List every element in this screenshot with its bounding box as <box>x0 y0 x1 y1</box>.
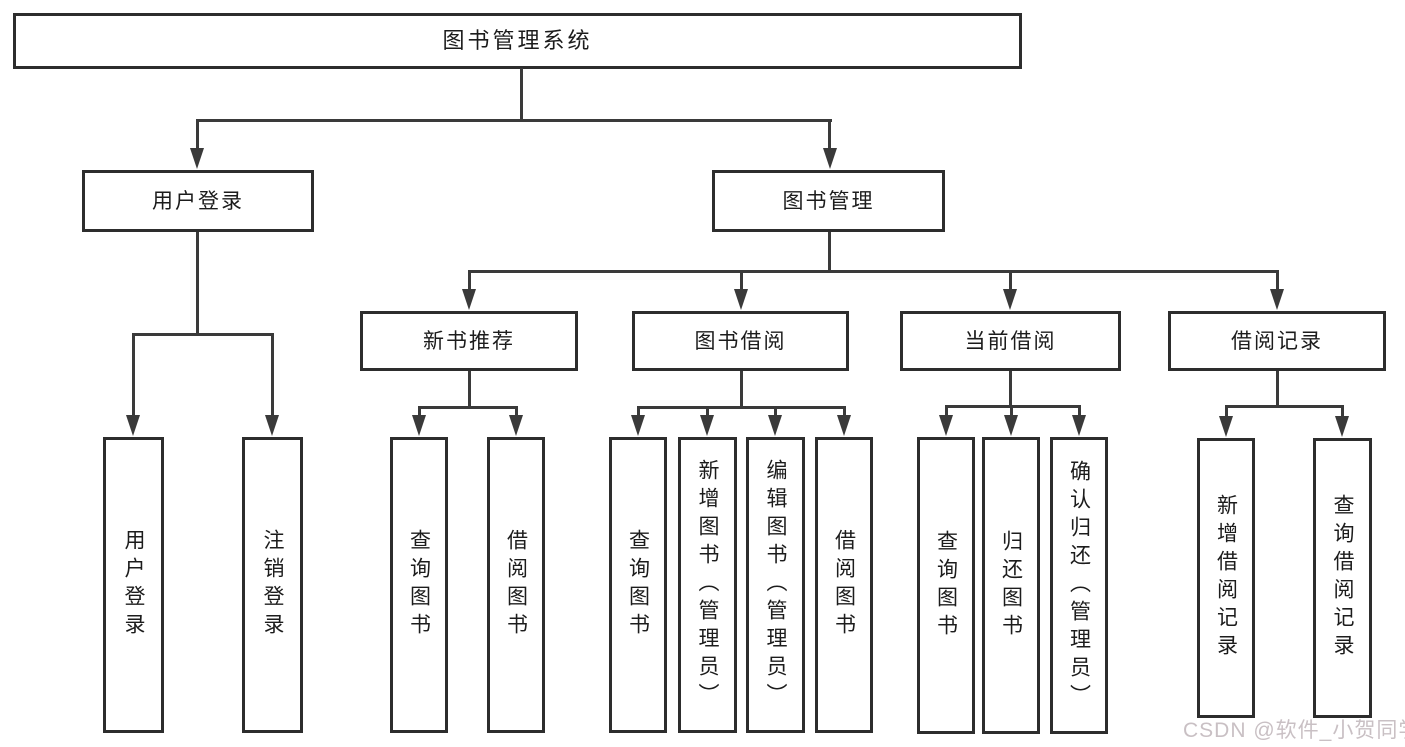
connector-drop-new-book <box>468 270 471 295</box>
arrow-down-icon <box>1335 416 1349 437</box>
connector-drop-borrow-records <box>1276 270 1279 295</box>
connector-drop <box>1225 405 1228 418</box>
connector-borrow-records-hline <box>1225 405 1343 408</box>
leaf-return-books: 归还图书 <box>982 437 1040 734</box>
node-current-borrowing: 当前借阅 <box>900 311 1121 371</box>
node-book-borrowing: 图书借阅 <box>632 311 849 371</box>
arrow-down-icon <box>837 415 851 436</box>
leaf-query-books: 查询图书 <box>390 437 448 733</box>
leaf-add-book-admin: 新增图书（管理员） <box>678 437 737 733</box>
leaf-edit-book-admin: 编辑图书（管理员） <box>746 437 805 733</box>
arrow-down-icon <box>126 415 140 436</box>
connector-level2-hline <box>196 119 832 122</box>
connector-drop-book-borrow <box>740 270 743 295</box>
connector-current-borrow-stem <box>1009 371 1012 408</box>
arrow-down-icon <box>823 148 837 169</box>
node-library-management-system: 图书管理系统 <box>13 13 1022 69</box>
node-book-management: 图书管理 <box>712 170 945 232</box>
connector-drop-user-login <box>196 119 199 151</box>
arrow-down-icon <box>1072 415 1086 436</box>
leaf-query-books: 查询图书 <box>917 437 975 734</box>
connector-drop <box>843 406 846 418</box>
connector-book-management-stem <box>828 232 831 273</box>
arrow-down-icon <box>631 415 645 436</box>
arrow-down-icon <box>509 415 523 436</box>
arrow-down-icon <box>768 415 782 436</box>
arrow-down-icon <box>1004 415 1018 436</box>
arrow-down-icon <box>265 415 279 436</box>
connector-drop <box>1078 405 1081 418</box>
arrow-down-icon <box>1270 289 1284 310</box>
arrow-down-icon <box>939 415 953 436</box>
leaf-user-login: 用户登录 <box>103 437 164 733</box>
node-borrowing-records: 借阅记录 <box>1168 311 1386 371</box>
connector-user-login-hline <box>132 333 274 336</box>
connector-new-book-hline <box>418 406 518 409</box>
connector-drop <box>515 406 518 418</box>
connector-drop <box>418 406 421 418</box>
connector-book-borrow-hline <box>637 406 846 409</box>
leaf-logout: 注销登录 <box>242 437 303 733</box>
leaf-query-books: 查询图书 <box>609 437 667 733</box>
leaf-borrow-books: 借阅图书 <box>487 437 545 733</box>
connector-drop-current-borrow <box>1009 270 1012 295</box>
leaf-query-borrow-record: 查询借阅记录 <box>1313 438 1372 718</box>
connector-drop <box>945 405 948 418</box>
arrow-down-icon <box>190 148 204 169</box>
node-new-book-recommendation: 新书推荐 <box>360 311 578 371</box>
arrow-down-icon <box>734 289 748 310</box>
connector-drop <box>706 406 709 418</box>
leaf-borrow-books: 借阅图书 <box>815 437 873 733</box>
connector-new-book-stem <box>468 371 471 409</box>
connector-user-login-stem <box>196 232 199 335</box>
connector-drop <box>774 406 777 418</box>
connector-drop-leaf-user-login <box>132 333 135 417</box>
arrow-down-icon <box>412 415 426 436</box>
connector-level3-hline <box>468 270 1279 273</box>
arrow-down-icon <box>700 415 714 436</box>
arrow-down-icon <box>462 289 476 310</box>
csdn-watermark: CSDN @软件_小贺同学 <box>1183 719 1405 742</box>
connector-drop-book-management <box>828 119 831 151</box>
connector-root-stem <box>520 68 523 121</box>
connector-borrow-records-stem <box>1276 371 1279 408</box>
leaf-confirm-return-admin: 确认归还（管理员） <box>1050 437 1108 734</box>
connector-book-borrow-stem <box>740 371 743 409</box>
node-user-login: 用户登录 <box>82 170 314 232</box>
arrow-down-icon <box>1219 416 1233 437</box>
connector-drop <box>637 406 640 418</box>
connector-drop <box>1341 405 1344 418</box>
leaf-add-borrow-record: 新增借阅记录 <box>1197 438 1255 718</box>
connector-drop-leaf-logout <box>271 333 274 417</box>
connector-drop <box>1010 405 1013 418</box>
arrow-down-icon <box>1003 289 1017 310</box>
